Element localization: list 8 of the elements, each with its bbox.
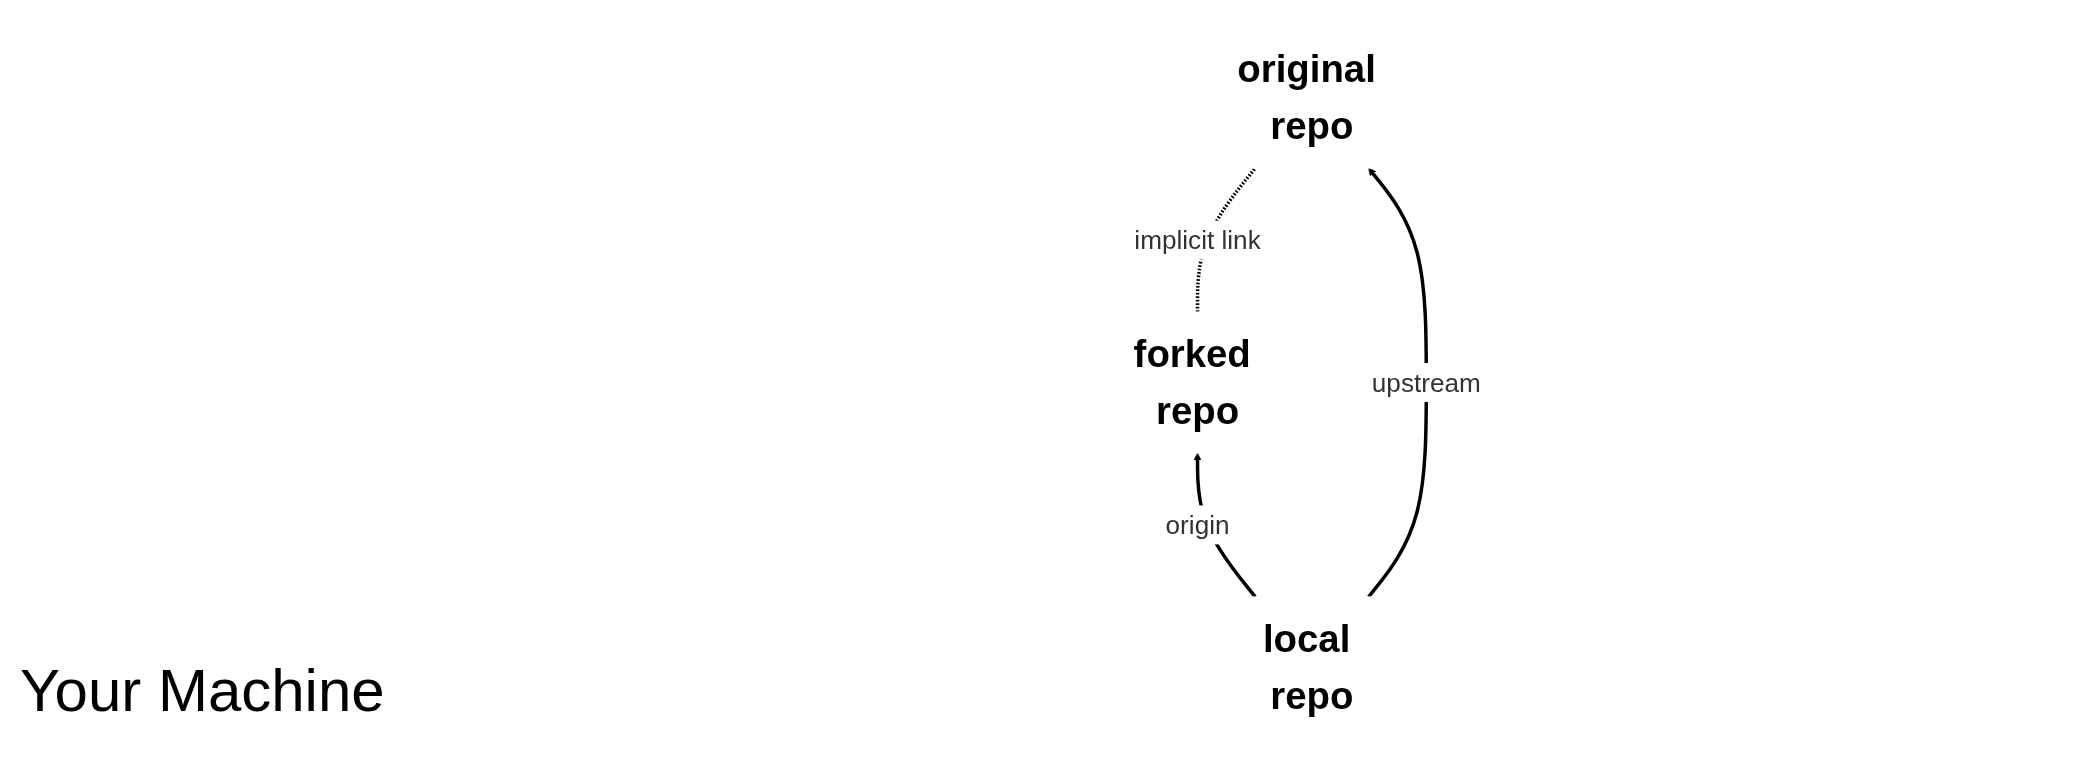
arrow — [1367, 167, 1429, 598]
node-text: local repo — [1262, 616, 1354, 718]
edge-label: implicit link — [1134, 225, 1261, 255]
edge-label: origin — [1165, 510, 1230, 540]
row-label: Your Machine — [20, 656, 386, 725]
node-text: forked repo — [1133, 331, 1251, 433]
edge-label: upstream — [1371, 368, 1481, 397]
node-text: original repo — [1237, 47, 1376, 148]
